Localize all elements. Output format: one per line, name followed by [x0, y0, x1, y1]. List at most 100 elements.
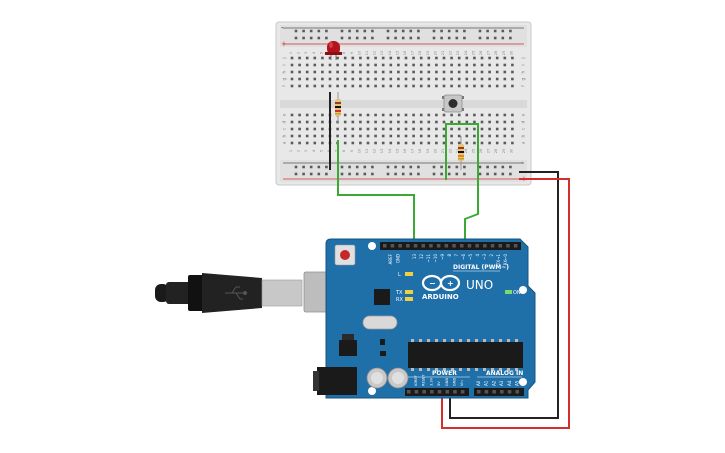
breadboard-hole[interactable] [511, 113, 514, 117]
breadboard-hole[interactable] [495, 63, 499, 67]
breadboard-hole[interactable] [404, 113, 408, 117]
breadboard-hole[interactable] [442, 134, 446, 138]
breadboard-hole[interactable] [343, 134, 347, 138]
breadboard-hole[interactable] [397, 134, 400, 138]
header-pin[interactable] [383, 244, 387, 248]
rail-hole[interactable] [478, 29, 482, 33]
breadboard-hole[interactable] [397, 84, 400, 88]
breadboard-hole[interactable] [351, 134, 355, 138]
header-pin[interactable] [515, 390, 520, 394]
breadboard-hole[interactable] [480, 120, 484, 124]
breadboard-hole[interactable] [503, 134, 507, 138]
breadboard-hole[interactable] [442, 120, 446, 124]
pulldown-resistor[interactable] [458, 136, 464, 170]
header-pin[interactable] [453, 390, 457, 394]
breadboard-hole[interactable] [305, 70, 309, 74]
breadboard-hole[interactable] [298, 56, 301, 60]
breadboard-hole[interactable] [313, 134, 317, 138]
breadboard-hole[interactable] [419, 127, 423, 131]
breadboard-hole[interactable] [480, 84, 484, 88]
breadboard-hole[interactable] [412, 127, 415, 131]
breadboard-hole[interactable] [457, 63, 461, 67]
breadboard-hole[interactable] [389, 113, 393, 117]
header-pin[interactable] [398, 244, 402, 248]
rail-hole[interactable] [409, 165, 413, 169]
breadboard-hole[interactable] [419, 77, 423, 81]
breadboard-hole[interactable] [343, 84, 347, 88]
breadboard-hole[interactable] [351, 84, 355, 88]
breadboard-hole[interactable] [435, 141, 438, 145]
breadboard-hole[interactable] [343, 63, 347, 67]
rail-hole[interactable] [447, 36, 451, 40]
header-pin[interactable] [429, 244, 433, 248]
breadboard-hole[interactable] [465, 141, 469, 145]
breadboard-hole[interactable] [495, 141, 499, 145]
rail-hole[interactable] [432, 29, 436, 33]
rail-hole[interactable] [509, 165, 512, 169]
rail-hole[interactable] [455, 36, 459, 40]
rail-hole[interactable] [309, 172, 313, 176]
breadboard-hole[interactable] [389, 63, 393, 67]
header-pin[interactable] [506, 244, 510, 248]
breadboard-hole[interactable] [366, 113, 370, 117]
header-pin[interactable] [492, 390, 496, 394]
breadboard-hole[interactable] [351, 70, 355, 74]
rail-hole[interactable] [478, 172, 482, 176]
breadboard-hole[interactable] [321, 127, 324, 131]
rail-hole[interactable] [371, 29, 374, 33]
breadboard-hole[interactable] [381, 141, 385, 145]
breadboard-hole[interactable] [480, 113, 484, 117]
breadboard-hole[interactable] [313, 56, 317, 60]
breadboard-hole[interactable] [427, 70, 431, 74]
rail-hole[interactable] [371, 172, 374, 176]
breadboard-hole[interactable] [321, 77, 324, 81]
breadboard-hole[interactable] [412, 141, 415, 145]
header-pin[interactable] [422, 390, 426, 394]
breadboard-hole[interactable] [381, 127, 385, 131]
breadboard-hole[interactable] [435, 113, 438, 117]
breadboard-hole[interactable] [473, 77, 476, 81]
rail-hole[interactable] [509, 172, 512, 176]
breadboard-hole[interactable] [457, 120, 461, 124]
breadboard-hole[interactable] [351, 63, 355, 67]
breadboard-hole[interactable] [290, 77, 294, 81]
breadboard-hole[interactable] [343, 70, 347, 74]
breadboard-hole[interactable] [397, 77, 400, 81]
rail-hole[interactable] [501, 36, 505, 40]
rail-hole[interactable] [432, 172, 436, 176]
breadboard-hole[interactable] [374, 141, 377, 145]
breadboard-hole[interactable] [503, 63, 507, 67]
rail-hole[interactable] [340, 36, 344, 40]
header-pin[interactable] [460, 244, 464, 248]
breadboard-hole[interactable] [366, 77, 370, 81]
breadboard-hole[interactable] [381, 56, 385, 60]
rail-hole[interactable] [501, 29, 505, 33]
breadboard-hole[interactable] [488, 141, 491, 145]
breadboard-hole[interactable] [412, 84, 415, 88]
breadboard-hole[interactable] [359, 127, 362, 131]
rail-hole[interactable] [325, 29, 328, 33]
breadboard-hole[interactable] [397, 141, 400, 145]
breadboard-hole[interactable] [404, 141, 408, 145]
breadboard-hole[interactable] [427, 127, 431, 131]
breadboard-hole[interactable] [374, 127, 377, 131]
rail-hole[interactable] [493, 36, 497, 40]
breadboard-hole[interactable] [290, 70, 294, 74]
breadboard-hole[interactable] [366, 141, 370, 145]
breadboard-hole[interactable] [435, 134, 438, 138]
breadboard-hole[interactable] [495, 84, 499, 88]
rail-hole[interactable] [447, 29, 451, 33]
breadboard-hole[interactable] [404, 84, 408, 88]
breadboard-hole[interactable] [343, 127, 347, 131]
rail-hole[interactable] [501, 165, 505, 169]
rail-hole[interactable] [294, 36, 298, 40]
breadboard-hole[interactable] [305, 134, 309, 138]
rail-hole[interactable] [455, 172, 459, 176]
rail-hole[interactable] [363, 172, 367, 176]
breadboard-hole[interactable] [435, 70, 438, 74]
rail-hole[interactable] [302, 172, 305, 176]
breadboard-hole[interactable] [374, 70, 377, 74]
breadboard-hole[interactable] [404, 70, 408, 74]
breadboard-hole[interactable] [473, 56, 476, 60]
breadboard-hole[interactable] [465, 134, 469, 138]
